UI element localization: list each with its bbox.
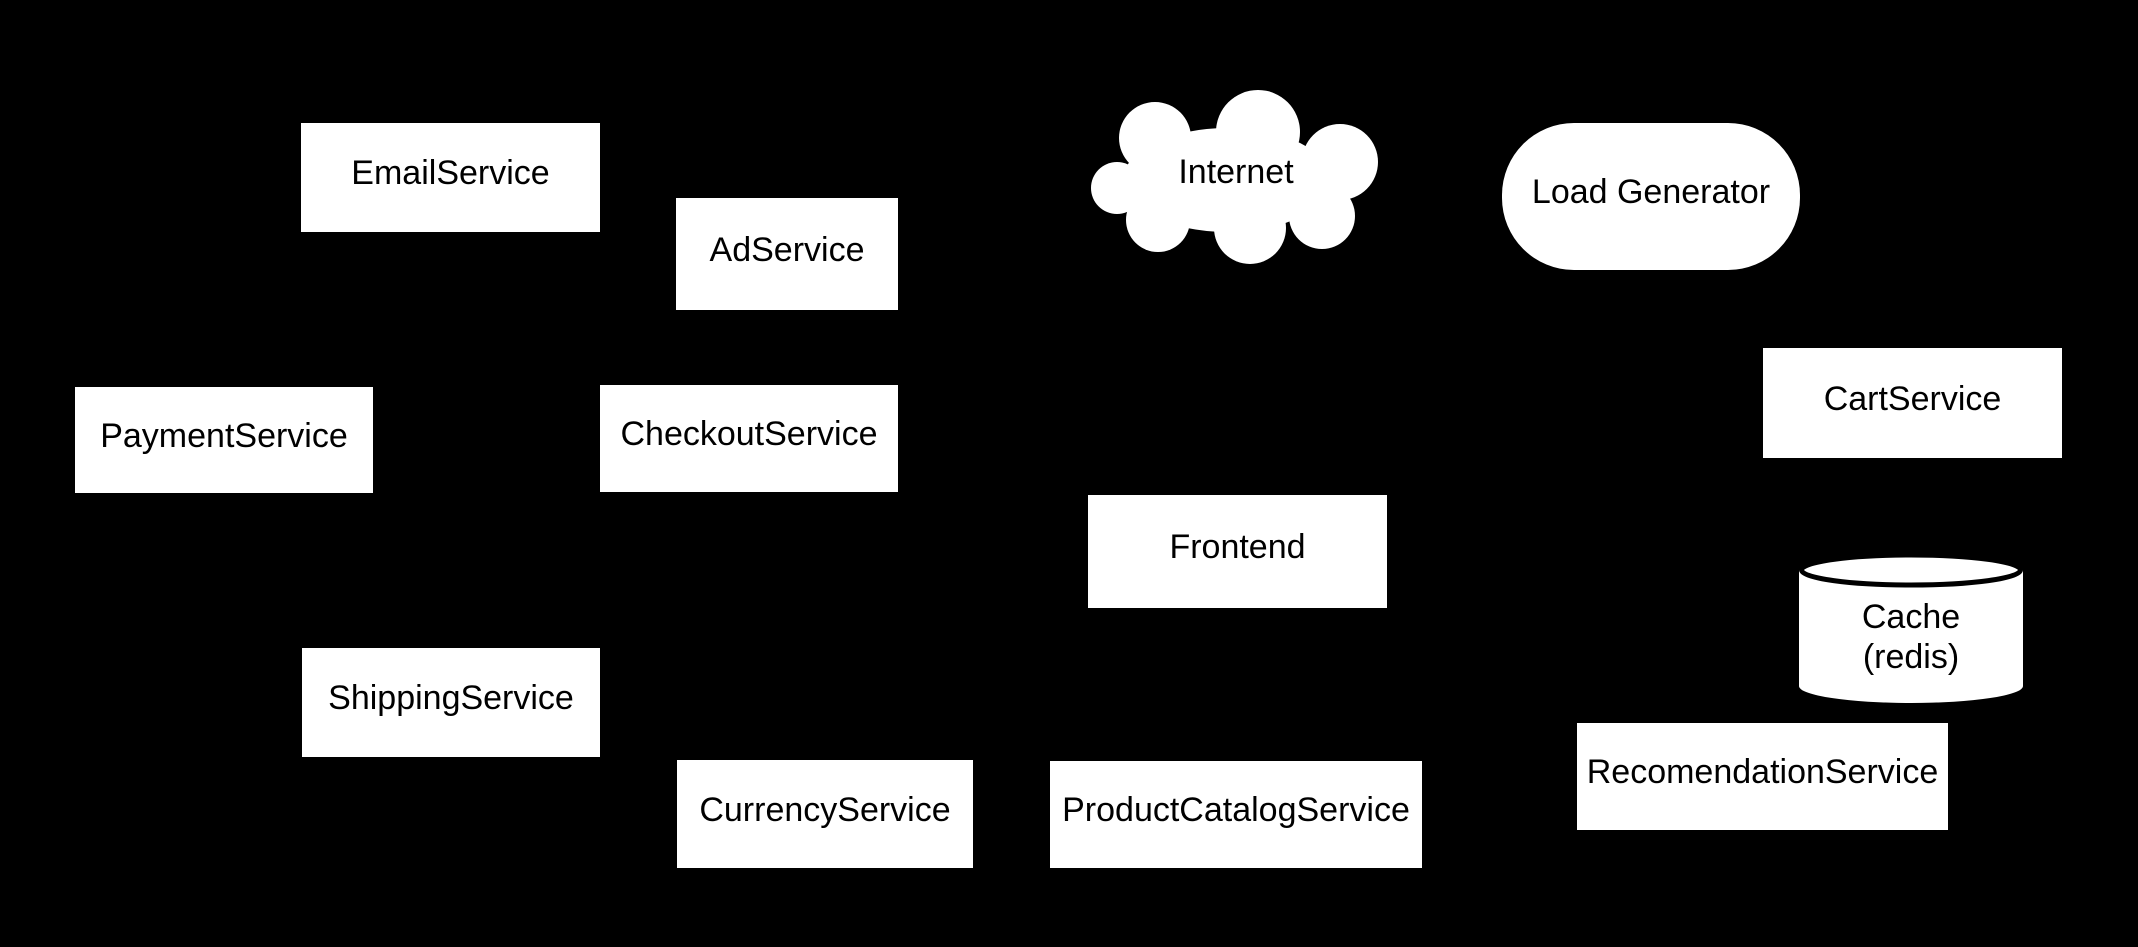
node-payment-service-label: PaymentService	[100, 416, 348, 455]
node-ad-service[interactable]: AdService	[676, 198, 898, 310]
node-internet-label: Internet	[1178, 152, 1294, 191]
node-email-service[interactable]: EmailService	[301, 123, 600, 232]
node-shipping-service-label: ShippingService	[328, 679, 574, 718]
node-ad-service-label: AdService	[709, 230, 865, 269]
node-load-generator-label: Load Generator	[1531, 173, 1771, 212]
node-cache-label-line2: (redis)	[1862, 638, 1960, 676]
node-product-catalog-service-label: ProductCatalogService	[1062, 791, 1410, 830]
node-cache-label-line1: Cache	[1861, 597, 1961, 636]
node-checkout-service-label: CheckoutService	[620, 415, 878, 454]
node-shipping-service[interactable]: ShippingService	[302, 648, 600, 757]
node-product-catalog-service[interactable]: ProductCatalogService	[1050, 761, 1422, 868]
node-frontend[interactable]: Frontend	[1088, 495, 1387, 608]
node-email-service-label: EmailService	[351, 154, 550, 193]
node-currency-service[interactable]: CurrencyService	[677, 760, 973, 868]
node-recomendation-service[interactable]: RecomendationService	[1577, 723, 1948, 830]
node-checkout-service[interactable]: CheckoutService	[600, 385, 898, 492]
node-internet[interactable]: Internet	[1090, 88, 1382, 268]
node-cache-label: Cache (redis)	[1862, 579, 1960, 677]
node-frontend-label: Frontend	[1169, 528, 1306, 567]
node-cart-service-label: CartService	[1823, 379, 2002, 418]
node-currency-service-label: CurrencyService	[699, 790, 951, 829]
database-cylinder-icon	[1799, 553, 2023, 703]
node-payment-service[interactable]: PaymentService	[75, 387, 373, 493]
cloud-icon	[1091, 90, 1378, 264]
node-cart-service[interactable]: CartService	[1763, 348, 2062, 458]
node-load-generator[interactable]: Load Generator	[1502, 123, 1800, 270]
node-cache[interactable]: Cache (redis)	[1799, 553, 2023, 703]
node-recomendation-service-label: RecomendationService	[1586, 753, 1939, 792]
